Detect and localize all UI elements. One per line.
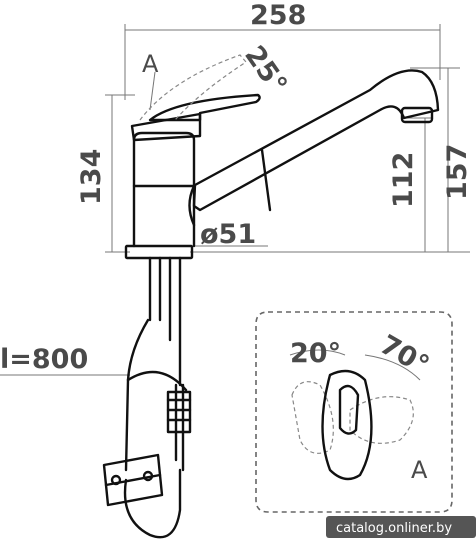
dim-base-diameter: ø51 [200,219,256,250]
dim-rotation-right: 70° [375,329,435,381]
view-marker-a-detail: A [411,456,428,484]
detail-view [255,311,453,513]
dim-spout-height: 112 [388,152,419,208]
dim-total-width: 258 [250,0,306,31]
dim-rotation-left: 20° [290,338,341,369]
dim-hose-length: l=800 [0,344,88,375]
pullout-hose [102,256,192,539]
faucet-lever [139,54,261,122]
dim-total-height: 157 [442,144,473,200]
dim-lever-tilt: 25° [238,40,293,100]
watermark-text: catalog.onliner.by [336,521,452,536]
view-marker-a-top: A [142,50,159,78]
watermark-bg [326,516,476,538]
faucet-spout [192,69,440,212]
dim-lever-height: 134 [76,149,107,205]
faucet-body [124,112,202,260]
